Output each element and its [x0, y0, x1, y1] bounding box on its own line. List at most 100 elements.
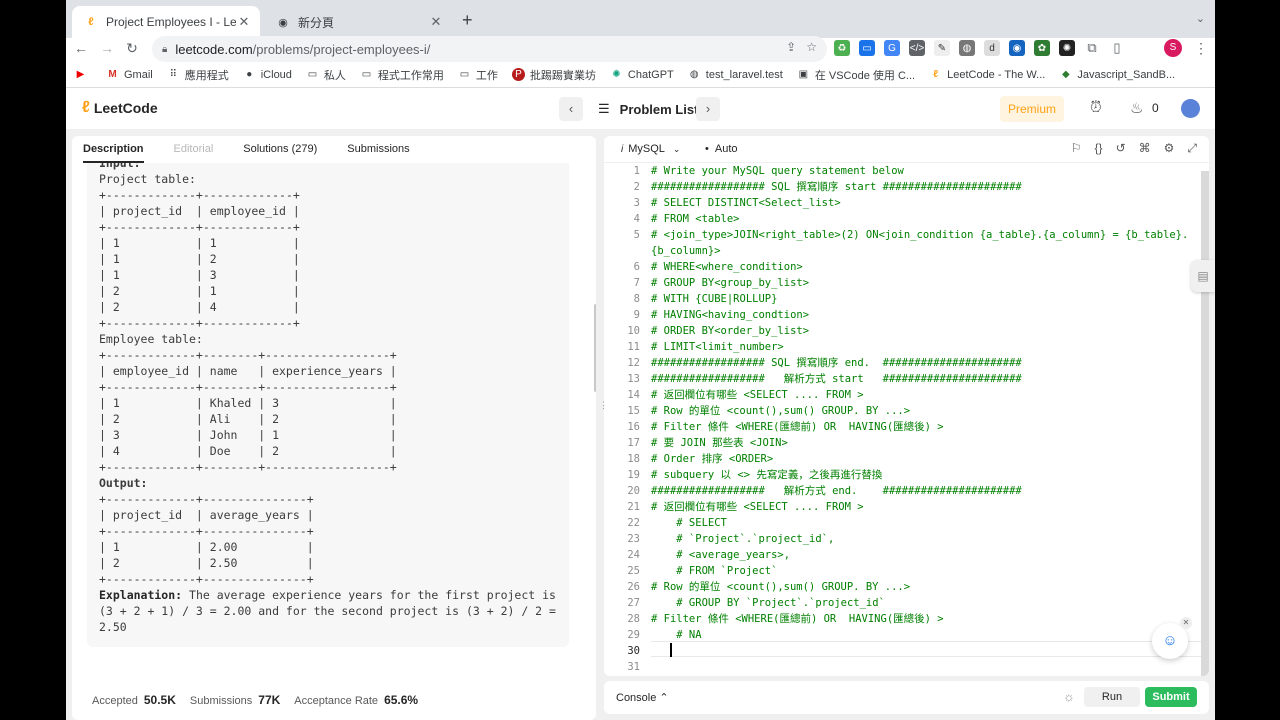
- auto-mode[interactable]: •Auto: [705, 143, 738, 155]
- fullscreen-icon[interactable]: ⤢: [1187, 141, 1197, 155]
- prev-problem-button[interactable]: ‹: [559, 97, 583, 121]
- code-line[interactable]: # SELECT DISTINCT<Select_list>: [651, 197, 841, 209]
- extension-eye-icon[interactable]: ◉: [1009, 40, 1025, 56]
- bookmark-folder-dev[interactable]: ▭程式工作常用: [360, 67, 444, 83]
- fire-icon[interactable]: ♨: [1130, 100, 1144, 117]
- browser-tab-active[interactable]: ℓ Project Employees I - LeetCode ✕: [72, 6, 260, 38]
- panel-resize-handle[interactable]: ⋮: [599, 400, 608, 411]
- code-line[interactable]: ################## SQL 撰寫順序 end. #######…: [651, 357, 1022, 369]
- code-line[interactable]: # NA: [651, 629, 702, 641]
- extension-translate-icon[interactable]: G: [884, 40, 900, 56]
- code-line[interactable]: # `Project`.`project_id`,: [651, 533, 835, 545]
- code-line[interactable]: # <average_years>,: [651, 549, 791, 561]
- extension-recycle-icon[interactable]: ♻: [834, 40, 850, 56]
- premium-button[interactable]: Premium: [1000, 96, 1064, 122]
- side-panel-icon[interactable]: ▯: [1109, 40, 1125, 56]
- bookmark-vscode[interactable]: ▣在 VSCode 使用 C...: [797, 67, 916, 83]
- bookmark-folder-work[interactable]: ▭工作: [458, 67, 498, 83]
- code-line[interactable]: # HAVING<having_condtion>: [651, 309, 810, 321]
- code-line[interactable]: # <join_type>JOIN<right_table>(2) ON<joi…: [651, 229, 1189, 257]
- code-line[interactable]: # FROM <table>: [651, 213, 740, 225]
- next-problem-button[interactable]: ›: [696, 97, 720, 121]
- bookmark-youtube[interactable]: ▶: [74, 68, 92, 81]
- profile-avatar[interactable]: S: [1164, 39, 1182, 57]
- code-line[interactable]: # Order 排序 <ORDER>: [651, 453, 774, 465]
- code-line[interactable]: # LIMIT<limit_number>: [651, 341, 784, 353]
- back-arrow-icon[interactable]: ←: [74, 40, 88, 56]
- close-tab-icon[interactable]: ✕: [430, 14, 442, 29]
- code-line[interactable]: # Write your MySQL query statement below: [651, 165, 904, 177]
- bookmark-sandbox[interactable]: ◆Javascript_SandB...: [1059, 68, 1175, 81]
- braces-icon[interactable]: {}: [1094, 141, 1103, 155]
- problem-list-button[interactable]: ☰Problem List: [598, 101, 698, 117]
- reset-icon[interactable]: ↺: [1115, 141, 1126, 155]
- code-line[interactable]: # FROM `Project`: [651, 565, 778, 577]
- code-line[interactable]: # WITH {CUBE|ROLLUP}: [651, 293, 778, 305]
- close-feedback-icon[interactable]: ✕: [1180, 617, 1192, 629]
- extension-d-icon[interactable]: d: [984, 40, 1000, 56]
- code-line[interactable]: # Filter 條件 <WHERE(匯總前) OR HAVING(匯總後) >: [651, 421, 944, 433]
- tab-editorial[interactable]: Editorial: [173, 143, 214, 155]
- feedback-chat-icon[interactable]: ☺: [1152, 623, 1188, 659]
- bookmark-laravel[interactable]: ◍test_laravel.test: [688, 68, 783, 81]
- extensions-puzzle-icon[interactable]: ⧉: [1084, 40, 1100, 56]
- code-line[interactable]: # SELECT: [651, 517, 727, 529]
- code-line[interactable]: # Row 的單位 <count(),sum() GROUP. BY ...>: [651, 581, 911, 593]
- alarm-clock-icon[interactable]: ⏰︎: [1090, 99, 1102, 116]
- code-line[interactable]: # GROUP BY `Project`.`project_id`: [651, 597, 885, 609]
- bookmark-icon[interactable]: ⚐: [1070, 141, 1082, 155]
- submit-button[interactable]: Submit: [1145, 687, 1197, 707]
- share-icon[interactable]: ⇪: [786, 40, 797, 54]
- code-line[interactable]: ################## SQL 撰寫順序 start ######…: [651, 181, 1022, 193]
- close-tab-icon[interactable]: ✕: [238, 14, 250, 29]
- code-line[interactable]: [651, 643, 1191, 659]
- extension-screen-icon[interactable]: ▭: [859, 40, 875, 56]
- browser-tab-newtab[interactable]: ◉ 新分頁 ✕: [264, 6, 452, 38]
- extension-code-icon[interactable]: </>: [909, 40, 925, 56]
- code-line[interactable]: ################## 解析方式 start ##########…: [651, 373, 1022, 385]
- bookmark-icloud[interactable]: ●iCloud: [243, 68, 292, 81]
- console-toggle[interactable]: Console ⌃: [616, 691, 669, 704]
- code-line[interactable]: ################## 解析方式 end. ###########…: [651, 485, 1022, 497]
- address-bar[interactable]: 🔒︎ leetcode.com/problems/project-employe…: [152, 36, 827, 62]
- code-line[interactable]: # Filter 條件 <WHERE(匯總前) OR HAVING(匯總後) >: [651, 613, 944, 625]
- bookmark-folder-private[interactable]: ▭私人: [306, 67, 346, 83]
- code-line[interactable]: # 返回欄位有哪些 <SELECT .... FROM >: [651, 501, 864, 513]
- code-line[interactable]: # 要 JOIN 那些表 <JOIN>: [651, 437, 788, 449]
- bookmark-chatgpt[interactable]: ✺ChatGPT: [610, 68, 674, 81]
- code-line[interactable]: # Row 的單位 <count(),sum() GROUP. BY ...>: [651, 405, 911, 417]
- chrome-menu-icon[interactable]: ⋮: [1194, 40, 1208, 56]
- description-scrollbar[interactable]: [594, 304, 596, 392]
- code-line[interactable]: [651, 659, 1191, 675]
- tab-description[interactable]: Description: [83, 136, 144, 163]
- extension-pen-icon[interactable]: ✎: [934, 40, 950, 56]
- user-avatar[interactable]: [1181, 99, 1200, 118]
- code-line[interactable]: # subquery 以 <> 先寫定義，之後再進行替換: [651, 469, 883, 481]
- settings-gear-icon[interactable]: ⚙: [1163, 141, 1175, 155]
- bookmark-apps[interactable]: ⠿應用程式: [167, 67, 229, 83]
- code-lines[interactable]: # Write your MySQL query statement below…: [651, 163, 1191, 675]
- bookmark-star-icon[interactable]: ☆: [806, 40, 817, 54]
- code-line[interactable]: # 返回欄位有哪些 <SELECT .... FROM >: [651, 389, 864, 401]
- extension-evernote-icon[interactable]: ✿: [1034, 40, 1050, 56]
- extension-globe-icon[interactable]: ◍: [959, 40, 975, 56]
- code-line[interactable]: # ORDER BY<order_by_list>: [651, 325, 810, 337]
- code-line[interactable]: # GROUP BY<group_by_list>: [651, 277, 810, 289]
- tab-search-chevron-icon[interactable]: ⌄: [1195, 13, 1205, 25]
- extension-chatgpt-icon[interactable]: ✺: [1059, 40, 1075, 56]
- run-button[interactable]: Run: [1084, 687, 1140, 707]
- command-icon[interactable]: ⌘: [1138, 141, 1151, 155]
- debug-icon[interactable]: ☼: [1063, 689, 1075, 704]
- forward-arrow-icon[interactable]: →: [100, 40, 114, 56]
- side-file-tab-icon[interactable]: ▤: [1191, 260, 1215, 292]
- tab-solutions[interactable]: Solutions (279): [243, 143, 318, 155]
- reload-icon[interactable]: ↻: [126, 40, 138, 56]
- tab-submissions[interactable]: Submissions: [347, 143, 410, 155]
- new-tab-button[interactable]: +: [462, 10, 473, 30]
